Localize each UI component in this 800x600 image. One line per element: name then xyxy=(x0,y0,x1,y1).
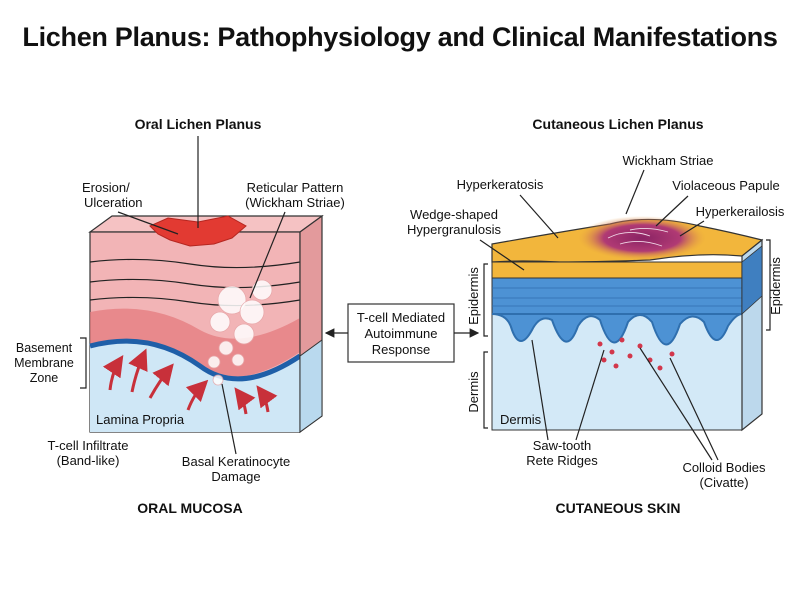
basement-label-2: Membrane xyxy=(14,356,74,370)
tcell-label-1: T-cell Infiltrate xyxy=(48,438,129,453)
wedge-label-2: Hypergranulosis xyxy=(407,222,501,237)
basal-label-1: Basal Keratinocyte xyxy=(182,454,290,469)
center-line-1: T-cell Mediated xyxy=(357,310,445,325)
epidermis-layer xyxy=(491,277,743,315)
skin-heading: Cutaneous Lichen Planus xyxy=(532,116,703,132)
oral-caption: ORAL MUCOSA xyxy=(137,500,243,516)
basement-label-3: Zone xyxy=(30,371,59,385)
oral-mucosa-block xyxy=(88,214,324,434)
violaceous-papule xyxy=(578,216,706,260)
cutaneous-skin-block xyxy=(491,216,764,432)
erosion-patch xyxy=(149,215,247,247)
colloid-label-2: (Civatte) xyxy=(699,475,748,490)
sawtooth-label-2: Rete Ridges xyxy=(526,453,598,468)
reticular-label-2: (Wickham Striae) xyxy=(245,195,345,210)
wickham-label: Wickham Striae xyxy=(622,153,713,168)
erosion-label-1: Erosion/ xyxy=(82,180,130,195)
reticular-label-1: Reticular Pattern xyxy=(247,180,344,195)
reticular-pattern xyxy=(207,279,273,386)
basal-label-2: Damage xyxy=(211,469,260,484)
basement-membrane xyxy=(89,338,302,382)
colloid-label-1: Colloid Bodies xyxy=(682,460,766,475)
skin-caption: CUTANEOUS SKIN xyxy=(556,500,681,516)
sawtooth-label-1: Saw-tooth xyxy=(533,438,592,453)
center-line-3: Response xyxy=(372,342,431,357)
rete-ridges xyxy=(491,313,743,346)
wedge-label-1: Wedge-shaped xyxy=(410,207,498,222)
hyperkerailosis-label: Hyperkerailosis xyxy=(696,204,785,219)
t-cell-response-box: T-cell Mediated Autoimmune Response xyxy=(347,303,455,363)
colloid-bodies xyxy=(597,337,675,371)
papule-label: Violaceous Papule xyxy=(672,178,779,193)
dermis-label: Dermis xyxy=(500,412,542,427)
hyperkeratosis-label: Hyperkeratosis xyxy=(457,177,544,192)
center-line-2: Autoimmune xyxy=(365,326,438,341)
epidermis-side-label: Epidermis xyxy=(466,267,481,325)
tcell-label-2: (Band-like) xyxy=(57,453,120,468)
oral-heading: Oral Lichen Planus xyxy=(135,116,262,132)
basement-bracket xyxy=(80,337,87,389)
epidermis-right-label: Epidermis xyxy=(768,257,783,315)
erosion-label-2: Ulceration xyxy=(84,195,143,210)
t-cell-arrows xyxy=(102,348,278,415)
dermis-side-label: Dermis xyxy=(466,371,481,413)
lamina-label: Lamina Propria xyxy=(96,412,185,427)
basement-label-1: Basement xyxy=(16,341,73,355)
page-title: Lichen Planus: Pathophysiology and Clini… xyxy=(22,22,778,52)
